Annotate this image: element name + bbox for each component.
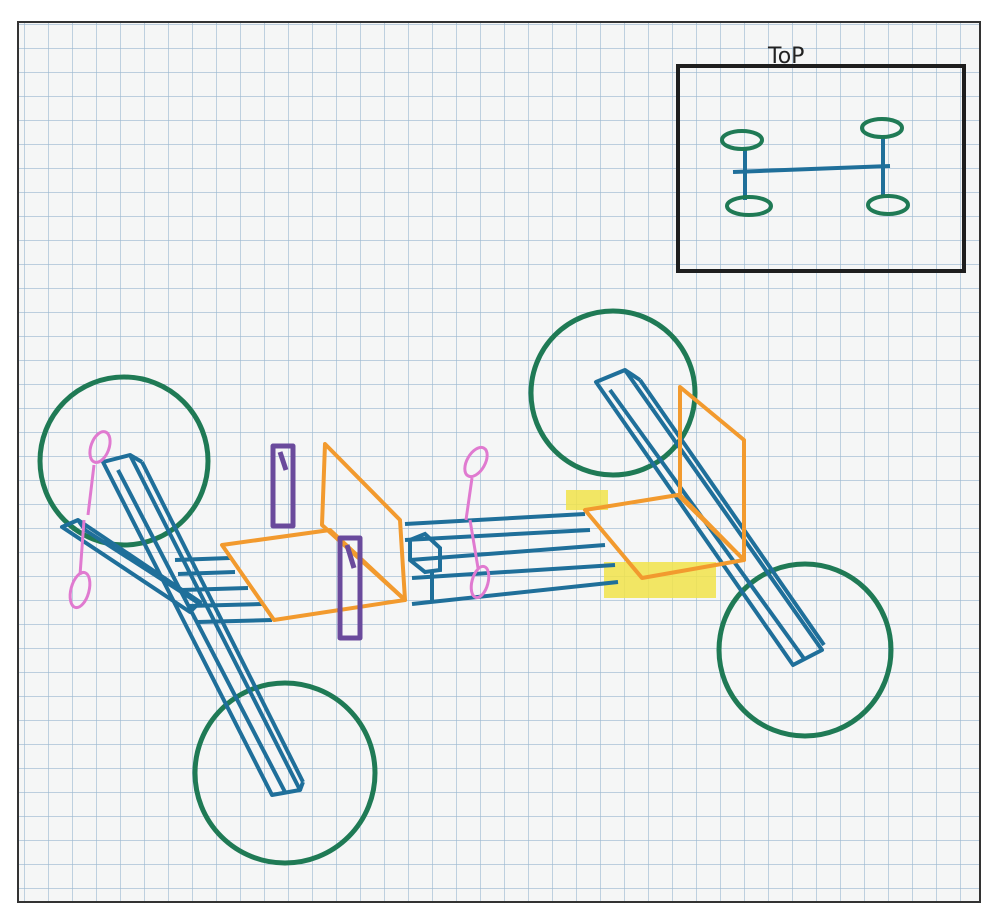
wheel-icon	[716, 561, 894, 739]
inset-chassis	[732, 135, 891, 200]
bracket-plate-icon	[583, 385, 746, 580]
rotor-icon	[463, 445, 491, 600]
image-border	[17, 21, 981, 903]
post-icon	[270, 443, 363, 641]
wheel-icon	[866, 194, 910, 216]
center-rods	[404, 512, 619, 606]
inset-label: ToP	[767, 44, 804, 69]
wheel-icon	[528, 308, 698, 478]
wheel-icon	[720, 129, 764, 151]
wheels	[37, 308, 894, 866]
wheel-icon	[37, 374, 211, 548]
frame-rods	[174, 556, 273, 624]
wheel-icon	[192, 680, 378, 866]
rotor-icon	[68, 430, 112, 610]
top-view-inset: ToP	[676, 44, 966, 273]
inset-frame	[676, 64, 966, 273]
bracket-plate-icon	[220, 442, 407, 622]
wheel-icon	[725, 195, 773, 217]
inset-wheels	[720, 117, 910, 217]
graph-grid	[18, 22, 980, 902]
wheel-icon	[860, 117, 904, 139]
